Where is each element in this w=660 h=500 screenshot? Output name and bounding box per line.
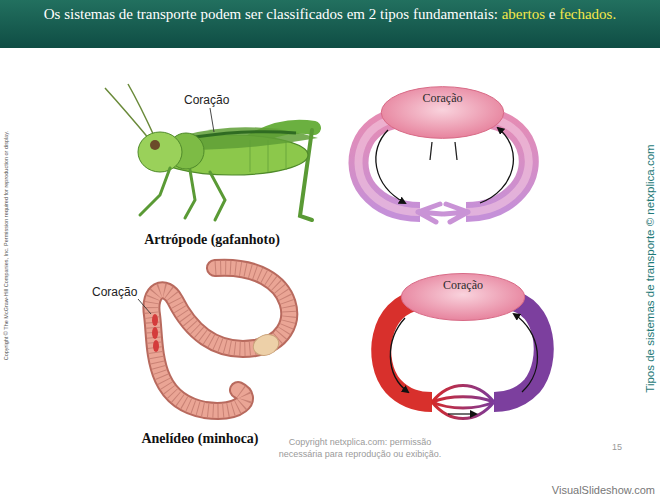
figure-caption: Anelídeo (minhoca) <box>141 430 258 448</box>
title-word: sistemas <box>64 6 115 22</box>
closed-circulation-vessels-part <box>448 413 476 414</box>
site-watermark: VisualSlideshow.com <box>552 483 655 497</box>
title-word: Os <box>44 6 61 22</box>
grasshopper-drawing-part <box>138 132 182 172</box>
grasshopper-drawing-part <box>150 140 160 150</box>
heart-label: Coração <box>400 272 526 292</box>
grasshopper-drawing <box>105 84 318 220</box>
title-word: fechados. <box>559 6 616 22</box>
grasshopper-drawing-part <box>210 108 214 132</box>
title-word: fundamentais: <box>413 6 498 22</box>
earthworm-drawing-part <box>151 268 289 411</box>
title-word: abertos <box>502 6 545 22</box>
grasshopper-drawing-part <box>140 168 225 220</box>
title-word: ser <box>245 6 263 22</box>
page-number: 15 <box>612 441 622 453</box>
title-word: de <box>119 6 133 22</box>
earthworm-drawing <box>138 268 289 411</box>
earthworm-drawing-part <box>152 327 158 339</box>
title-word: tipos <box>380 6 409 22</box>
earthworm-drawing-part <box>151 268 289 411</box>
earthworm-drawing-part <box>153 340 159 352</box>
figure-caption: Artrópode (gafanhoto) <box>144 231 280 249</box>
heart-oval: Coração <box>400 272 526 322</box>
open-circulation-vessels-part <box>418 204 442 222</box>
open-circulation-vessels-part <box>430 142 457 160</box>
earthworm-drawing-part <box>152 314 158 326</box>
footer-note: Copyright netxplica.com: permissão neces… <box>273 436 448 460</box>
open-circulation-vessels-part <box>376 130 405 203</box>
earthworm-drawing-part <box>250 331 281 359</box>
part-label: Coração <box>184 92 229 108</box>
title-word: 2 <box>369 6 377 22</box>
title-word: em <box>347 6 365 22</box>
closed-circulation-vessels-part <box>390 318 408 392</box>
earthworm-drawing-part <box>151 268 289 411</box>
title-word: classificados <box>266 6 343 22</box>
heart-label: Coração <box>380 85 505 105</box>
part-label: Coração <box>92 284 137 300</box>
title-word: e <box>549 6 556 22</box>
title-word: podem <box>200 6 241 22</box>
closed-circulation-vessels-part <box>514 314 537 392</box>
title-word: transporte <box>137 6 197 22</box>
grasshopper-drawing-part <box>195 132 296 137</box>
grasshopper-drawing-part <box>185 127 318 150</box>
closed-circulation-vessels-part <box>432 386 494 419</box>
copyright-note: Copyright © The McGraw-Hill Companies, I… <box>4 130 11 359</box>
earthworm-drawing-part <box>138 299 151 314</box>
open-circulation-vessels-part <box>444 204 468 222</box>
side-watermark: Tipos de sistemas de transporte © netxpl… <box>642 144 657 392</box>
slide-title: Os sistemas de transporte podem ser clas… <box>35 5 625 24</box>
open-circulation-vessels-part <box>480 128 513 203</box>
grasshopper-drawing-part <box>128 84 155 138</box>
grasshopper-drawing-part <box>300 130 312 220</box>
heart-oval: Coração <box>380 85 505 140</box>
